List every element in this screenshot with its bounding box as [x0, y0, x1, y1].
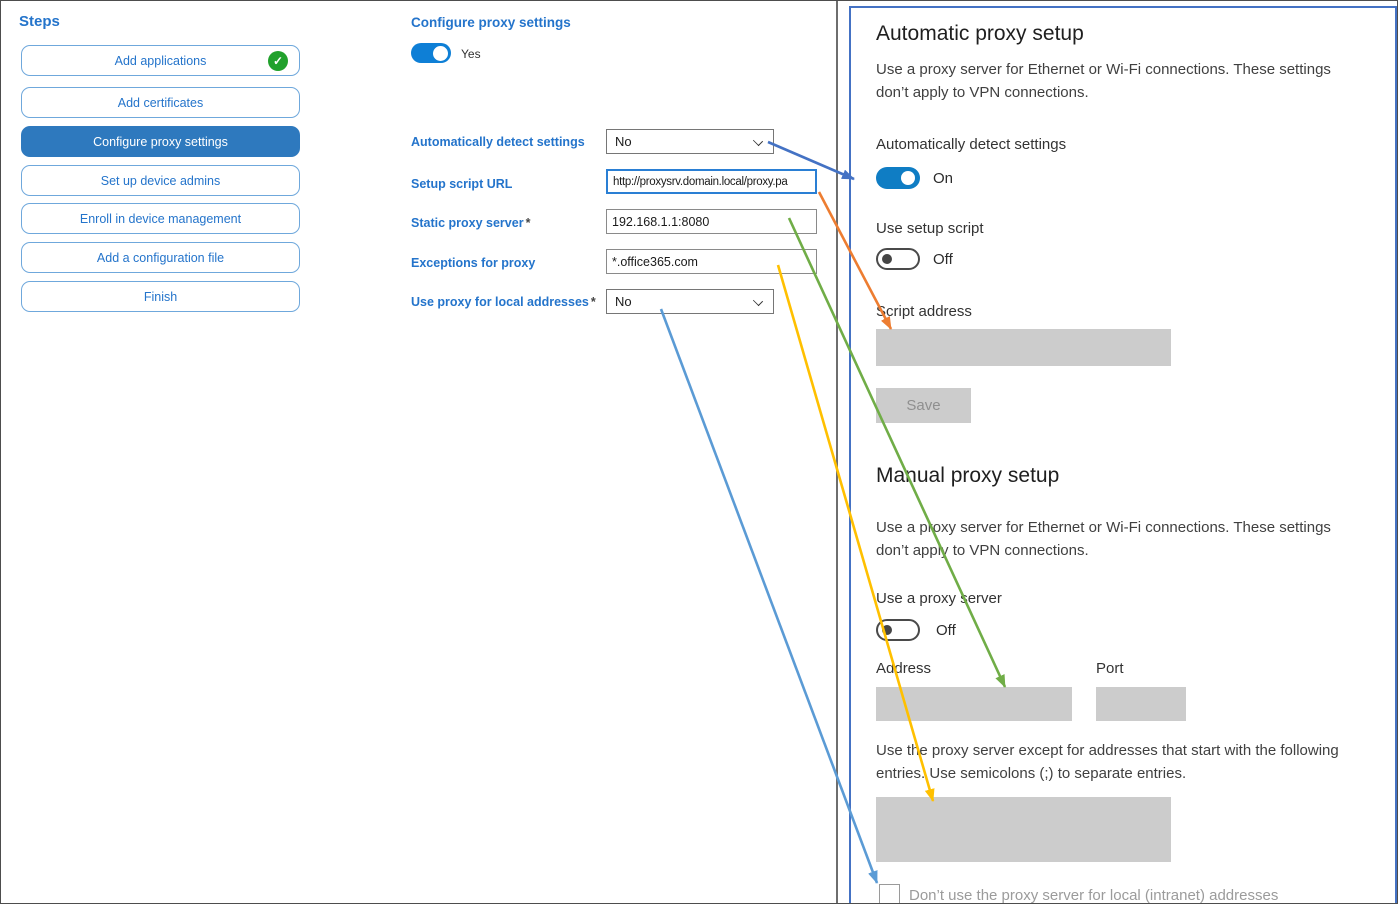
- field-label-exceptions-for-proxy: Exceptions for proxy: [411, 256, 536, 270]
- manual-proxy-description: Use a proxy server for Ethernet or Wi-Fi…: [876, 519, 1331, 559]
- windows-proxy-settings-panel: Automatic proxy setup Use a proxy server…: [849, 6, 1397, 904]
- field-label-setup-script-url: Setup script URL: [411, 177, 513, 191]
- select-value: No: [615, 294, 632, 309]
- script-address-input[interactable]: [876, 329, 1171, 366]
- step-finish[interactable]: Finish: [21, 281, 300, 312]
- use-proxy-for-local-addresses-select[interactable]: No: [606, 289, 774, 314]
- toggle-knob: [882, 254, 892, 264]
- field-label-automatically-detect-settings: Automatically detect settings: [411, 135, 585, 149]
- setup-script-url-input[interactable]: [606, 169, 817, 194]
- toggle-knob: [433, 45, 448, 61]
- address-label: Address: [876, 660, 932, 677]
- toggle-knob: [901, 171, 915, 185]
- use-proxy-server-toggle[interactable]: [876, 619, 920, 641]
- toggle-knob: [882, 625, 892, 635]
- field-label-use-proxy-for-local-addresses: Use proxy for local addresses*: [411, 295, 596, 309]
- detect-settings-toggle-state: On: [933, 170, 954, 187]
- automatic-proxy-description: Use a proxy server for Ethernet or Wi-Fi…: [876, 61, 1331, 101]
- exceptions-for-proxy-input[interactable]: [606, 249, 817, 274]
- detect-settings-toggle[interactable]: [876, 167, 920, 189]
- select-value: No: [615, 134, 632, 149]
- script-address-label: Script address: [876, 303, 972, 320]
- use-setup-script-toggle[interactable]: [876, 248, 920, 270]
- step-label: Enroll in device management: [79, 211, 242, 226]
- arrow-local-addresses: [659, 308, 879, 884]
- step-configure-proxy-settings[interactable]: Configure proxy settings: [21, 126, 300, 157]
- detect-settings-label: Automatically detect settings: [876, 136, 1067, 153]
- step-label: Add applications: [114, 53, 207, 68]
- step-label: Add certificates: [117, 95, 204, 110]
- proxy-address-input[interactable]: [876, 687, 1072, 721]
- use-proxy-server-label: Use a proxy server: [876, 590, 1002, 607]
- proxy-exceptions-description: Use the proxy server except for addresse…: [876, 742, 1339, 782]
- save-button-label: Save: [906, 397, 941, 414]
- step-add-applications[interactable]: Add applications ✓: [21, 45, 300, 76]
- use-setup-script-toggle-state: Off: [933, 251, 953, 268]
- step-set-up-device-admins[interactable]: Set up device admins: [21, 165, 300, 196]
- proxy-exceptions-textarea[interactable]: [876, 797, 1171, 862]
- chevron-down-icon: [752, 295, 764, 307]
- use-proxy-server-toggle-state: Off: [936, 622, 956, 639]
- manual-proxy-setup-heading: Manual proxy setup: [876, 464, 1060, 487]
- step-label: Finish: [143, 289, 178, 304]
- automatic-proxy-setup-heading: Automatic proxy setup: [876, 22, 1084, 45]
- save-button[interactable]: Save: [876, 388, 971, 423]
- form-title: Configure proxy settings: [411, 15, 571, 30]
- field-label-static-proxy-server: Static proxy server*: [411, 216, 531, 230]
- step-label: Add a configuration file: [96, 250, 225, 265]
- step-add-a-configuration-file[interactable]: Add a configuration file: [21, 242, 300, 273]
- automatically-detect-settings-select[interactable]: No: [606, 129, 774, 154]
- port-label: Port: [1096, 660, 1124, 677]
- use-setup-script-label: Use setup script: [876, 220, 984, 237]
- configure-proxy-toggle[interactable]: [411, 43, 451, 63]
- steps-panel-title: Steps: [19, 13, 60, 30]
- window-divider: [836, 1, 838, 903]
- static-proxy-server-input[interactable]: [606, 209, 817, 234]
- chevron-down-icon: [752, 135, 764, 147]
- local-addresses-checkbox[interactable]: [879, 884, 900, 903]
- step-add-certificates[interactable]: Add certificates: [21, 87, 300, 118]
- step-enroll-in-device-management[interactable]: Enroll in device management: [21, 203, 300, 234]
- step-label: Set up device admins: [100, 173, 221, 188]
- local-addresses-checkbox-label: Don’t use the proxy server for local (in…: [909, 887, 1279, 904]
- proxy-port-input[interactable]: [1096, 687, 1186, 721]
- configure-proxy-toggle-state: Yes: [461, 47, 481, 61]
- step-label: Configure proxy settings: [93, 134, 228, 149]
- completed-check-icon: ✓: [268, 51, 288, 71]
